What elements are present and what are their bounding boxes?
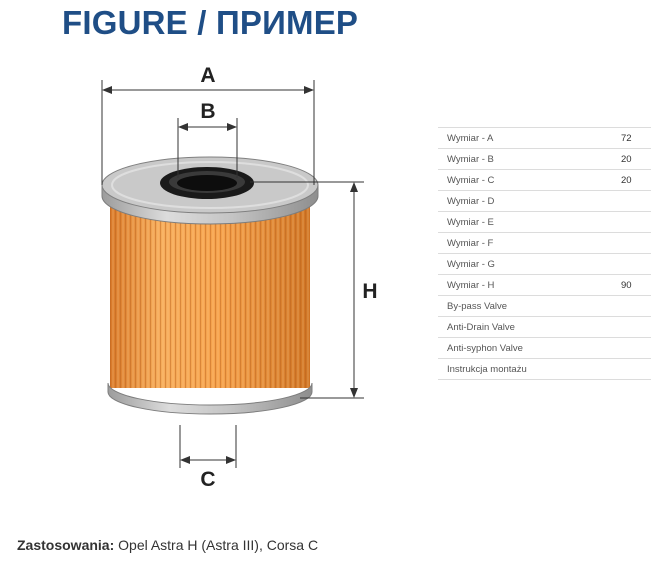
spec-value (621, 337, 651, 359)
table-row: Anti-syphon Valve (438, 337, 651, 359)
dimension-h-label: H (362, 280, 377, 303)
spec-label: Anti-Drain Valve (438, 316, 621, 338)
table-row: Wymiar - G (438, 253, 651, 275)
spec-label: Wymiar - H (438, 274, 621, 296)
installation-instructions-link[interactable]: Instrukcja montażu (438, 358, 621, 380)
table-row: Wymiar - E (438, 211, 651, 233)
spec-label: Wymiar - G (438, 253, 621, 275)
figure-title: FIGURE / ПРИМЕР (62, 4, 359, 41)
application-line: Zastosowania: Opel Astra H (Astra III), … (17, 537, 318, 553)
dimension-a-label: A (200, 64, 215, 87)
spec-value (621, 190, 651, 212)
spec-value (621, 358, 651, 380)
spec-value: 20 (621, 148, 651, 170)
spec-value (621, 295, 651, 317)
dimension-c: C (179, 425, 237, 491)
spec-label: Wymiar - A (438, 127, 621, 149)
table-row: Wymiar - F (438, 232, 651, 254)
filter-illustration (101, 156, 319, 415)
spec-value (621, 211, 651, 233)
spec-value: 20 (621, 169, 651, 191)
dimension-c-label: C (200, 468, 215, 491)
spec-value (621, 253, 651, 275)
dimension-a: A (101, 64, 315, 185)
bottom-end-cap (107, 382, 313, 415)
spec-label: Anti-syphon Valve (438, 337, 621, 359)
spec-value: 90 (621, 274, 651, 296)
spec-label: Wymiar - F (438, 232, 621, 254)
spec-value: 72 (621, 127, 651, 149)
application-label: Zastosowania: (17, 537, 115, 553)
table-row: Anti-Drain Valve (438, 316, 651, 338)
filter-dimension-diagram: A B H C (101, 64, 378, 491)
spec-label: By-pass Valve (438, 295, 621, 317)
dimension-b: B (177, 100, 238, 178)
table-row: By-pass Valve (438, 295, 651, 317)
spec-label: Wymiar - E (438, 211, 621, 233)
spec-label: Wymiar - C (438, 169, 621, 191)
application-value: Opel Astra H (Astra III), Corsa C (118, 537, 319, 553)
spec-value (621, 316, 651, 338)
dimension-b-label: B (200, 100, 215, 123)
spec-label: Wymiar - D (438, 190, 621, 212)
spec-label: Wymiar - B (438, 148, 621, 170)
table-row[interactable]: Instrukcja montażu (438, 358, 651, 380)
table-row: Wymiar - D (438, 190, 651, 212)
dimension-h: H (250, 181, 378, 399)
spec-value (621, 232, 651, 254)
